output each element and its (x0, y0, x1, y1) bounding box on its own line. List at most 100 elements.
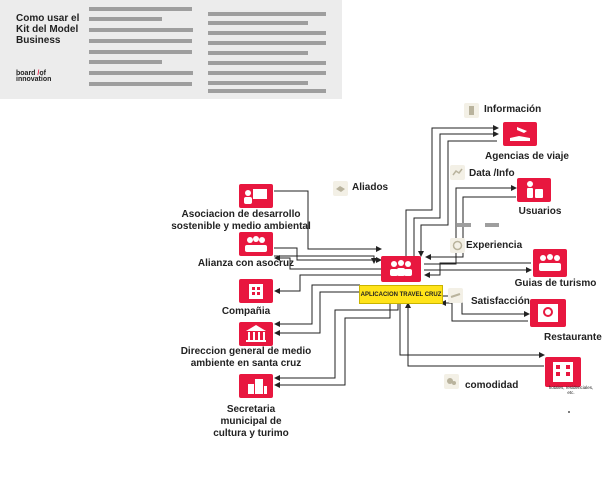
label-line: Agencias de viaje (485, 151, 569, 162)
people-group-icon (245, 236, 267, 252)
label-line: Secretaria (226, 404, 276, 415)
connector-arrow (413, 131, 499, 257)
node-tile-usuarios (517, 178, 551, 202)
people-group-icon (390, 260, 412, 276)
header-title-line: Kit del Model (16, 24, 79, 35)
connector-arrow (274, 255, 377, 264)
label-line: cultura y turimo (213, 428, 289, 439)
label-line: ambiente en santa cruz (190, 358, 302, 369)
center-app-label: APLICACION TRAVEL CRUZ (359, 285, 443, 304)
label-line: Compañia (221, 306, 271, 317)
connector-arrow (418, 140, 497, 257)
placeholder-bar (208, 61, 326, 65)
node-tile-restaurantes (530, 299, 566, 327)
placeholder-bar (89, 50, 192, 54)
connector-arrow (424, 262, 531, 278)
node-label-alianza: Alianza con asocruz (196, 258, 296, 270)
flow-label-aliados: Aliados (352, 182, 389, 193)
label-line: etc. (567, 390, 575, 395)
info-icon (464, 103, 479, 118)
satisfaction-icon (448, 288, 463, 303)
building-icon (249, 284, 263, 299)
handshake-icon (333, 181, 348, 196)
connector-arrow (399, 302, 545, 358)
flow-label-data: Data /Info (469, 168, 515, 179)
header-title-line: Business (16, 35, 61, 46)
placeholder-bar (208, 81, 308, 85)
brand-logo: board /of innovation (16, 70, 66, 83)
node-tile-secretaria (239, 374, 273, 398)
node-tile-asociacion (239, 184, 273, 208)
connector-arrow (274, 247, 382, 263)
connector-arrow (274, 274, 381, 294)
placeholder-bar (89, 82, 192, 86)
node-tile-hoteles (545, 357, 581, 387)
label-line: municipal de (220, 416, 282, 427)
node-tile-agencias (503, 122, 537, 146)
label-line: Usuarios (518, 206, 562, 217)
placeholder-bar (208, 31, 326, 35)
connector-arrow (274, 190, 382, 252)
brand-line: board /of (16, 70, 46, 77)
label-line: Direccion general de medio (180, 346, 312, 357)
node-label-restaurantes: Restaurantes (544, 332, 602, 344)
placeholder-bar (208, 89, 326, 93)
label-line: Asociacion de desarrollo (181, 209, 301, 220)
flow-label-informacion: Información (484, 104, 542, 115)
header-panel: Como usar el Kit del Model Business boar… (0, 0, 342, 99)
node-label-guias: Guias de turismo (509, 278, 602, 290)
government-icon (246, 325, 266, 342)
connector-arrow (274, 284, 360, 327)
flow-label-experiencia: Experiencia (466, 240, 523, 251)
placeholder-bar (89, 28, 193, 32)
experience-icon (450, 238, 465, 253)
placeholder-bar (208, 41, 326, 45)
city-icon (248, 379, 267, 394)
header-title-line: Como usar el (16, 13, 80, 24)
hand-plane-icon (510, 127, 530, 141)
placeholder-bar (89, 39, 192, 43)
node-tile-compania (239, 279, 273, 303)
label-line: Restaurantes (544, 332, 602, 343)
placeholder-bar (89, 7, 192, 11)
node-label-compania: Compañia (216, 306, 276, 318)
brand-line: innovation (16, 76, 52, 83)
person-luggage-icon (527, 181, 543, 198)
connector-arrow (425, 196, 516, 260)
placeholder-dash (485, 223, 499, 227)
placeholder-dash (457, 223, 471, 227)
presentation-icon (244, 189, 267, 204)
label-line: Guias de turismo (514, 278, 597, 289)
label-line: Alianza con asocruz (197, 258, 295, 269)
placeholder-bar (208, 71, 326, 75)
connector-arrow (274, 255, 381, 270)
placeholder-bar (208, 21, 308, 25)
node-tile-alianza (239, 232, 273, 256)
connector-arrow (274, 302, 391, 388)
hotel-icon (553, 362, 573, 382)
connector-arrow (405, 302, 544, 367)
placeholder-bar (89, 17, 162, 21)
flow-label-comodidad: comodidad (465, 380, 519, 391)
node-label-agencias: Agencias de viaje (482, 151, 572, 163)
connector-arrow (274, 291, 360, 336)
dot-marker (568, 411, 570, 413)
people-group-icon (539, 254, 561, 271)
brand-slash: / (37, 70, 40, 77)
connector-arrow (440, 300, 528, 322)
placeholder-bar (208, 51, 308, 55)
node-label-secretaria: Secretaria municipal de cultura y turimo (206, 404, 296, 440)
node-label-hoteles: hotales, residenciales, etc. (548, 385, 594, 395)
flow-label-satisfaccion: Satisfacción (471, 296, 530, 307)
connector-arrow (405, 125, 499, 257)
comfort-icon (444, 374, 459, 389)
placeholder-bar (89, 60, 162, 64)
placeholder-bar (208, 12, 326, 16)
label-line: hotales, residenciales, (548, 385, 594, 390)
connector-arrow (274, 302, 399, 381)
node-label-direccion: Direccion general de medio ambiente en s… (176, 346, 316, 370)
node-tile-guias (533, 249, 567, 277)
header-title: Como usar el Kit del Model Business (16, 13, 82, 46)
label-line: sostenible y medio ambiental (171, 221, 311, 232)
